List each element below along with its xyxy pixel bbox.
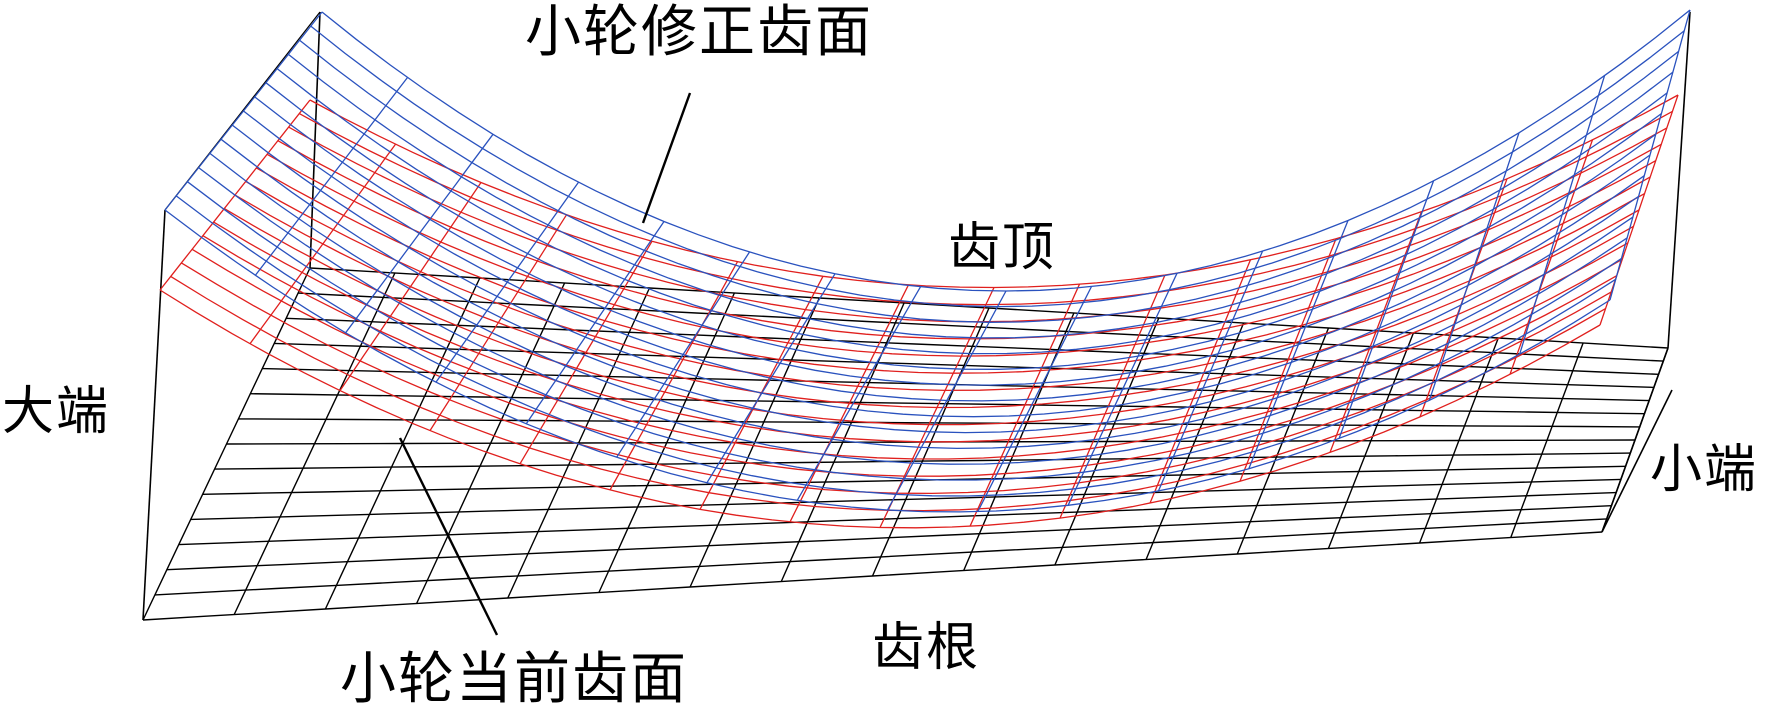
box-edge	[142, 209, 166, 621]
modified-surface-line	[164, 11, 323, 211]
base-grid-line	[1236, 327, 1330, 555]
base-grid-line	[1327, 332, 1415, 549]
current-surface-line	[519, 240, 653, 465]
base-grid-line	[598, 292, 736, 593]
leader-lines	[398, 92, 692, 636]
current-surface-line	[609, 261, 739, 491]
modified-surface-line	[977, 286, 1093, 512]
base-grid-line	[233, 272, 396, 615]
modified-surface-line	[1519, 75, 1606, 355]
modified-surface-line	[525, 221, 665, 425]
modified-surface-line	[345, 133, 494, 334]
base-grid-line	[963, 312, 1075, 571]
label-current-surface: 小轮当前齿面	[340, 647, 688, 712]
modified-surface-line	[175, 195, 1617, 497]
modified-surface-line	[886, 290, 1007, 511]
current-surface-line	[339, 182, 482, 391]
current-surface-line	[789, 284, 910, 523]
current-surface-line	[1149, 259, 1252, 504]
modified-surface-line	[1609, 9, 1691, 301]
box-edge	[1601, 389, 1673, 533]
current-surface-line	[1329, 211, 1423, 453]
label-tooth-root: 齿根	[872, 618, 981, 678]
label-big-end: 大端	[2, 382, 111, 442]
modified-surface-line	[1157, 251, 1264, 492]
current-surface-line	[1059, 274, 1166, 519]
label-modified-surface: 小轮修正齿面	[525, 0, 873, 65]
base-grid-plane	[142, 267, 1669, 621]
label-tooth-top: 齿顶	[948, 218, 1057, 278]
modified-surface-line	[706, 273, 836, 484]
modified-surface-line	[616, 251, 751, 458]
leader-line-modified	[641, 92, 692, 224]
current-surface-line	[429, 214, 568, 431]
modified-surface-line	[796, 286, 922, 501]
modified-surface-line	[1338, 180, 1435, 439]
current-surface-line	[249, 143, 397, 345]
base-grid-line	[142, 267, 311, 621]
modified-tooth-surface-mesh	[164, 9, 1691, 513]
modified-surface-line	[243, 110, 1651, 402]
current-surface-line	[969, 283, 1081, 527]
current-surface-line	[245, 180, 1645, 392]
modified-surface-line	[1067, 273, 1178, 506]
modified-surface-line	[254, 77, 409, 276]
box-edge	[1667, 11, 1691, 349]
base-grid-line	[1145, 322, 1245, 560]
box-edge	[1601, 347, 1669, 533]
leader-line-current	[398, 437, 499, 636]
current-surface-line	[1599, 94, 1679, 326]
modified-surface-line	[1428, 132, 1520, 401]
current-surface-line	[1239, 238, 1337, 482]
base-grid-line	[1510, 342, 1584, 538]
label-small-end: 小端	[1650, 440, 1759, 500]
modified-surface-line	[1248, 220, 1349, 470]
base-grid-line	[507, 287, 651, 599]
modified-surface-line	[435, 181, 580, 383]
current-surface-line	[234, 194, 1640, 409]
